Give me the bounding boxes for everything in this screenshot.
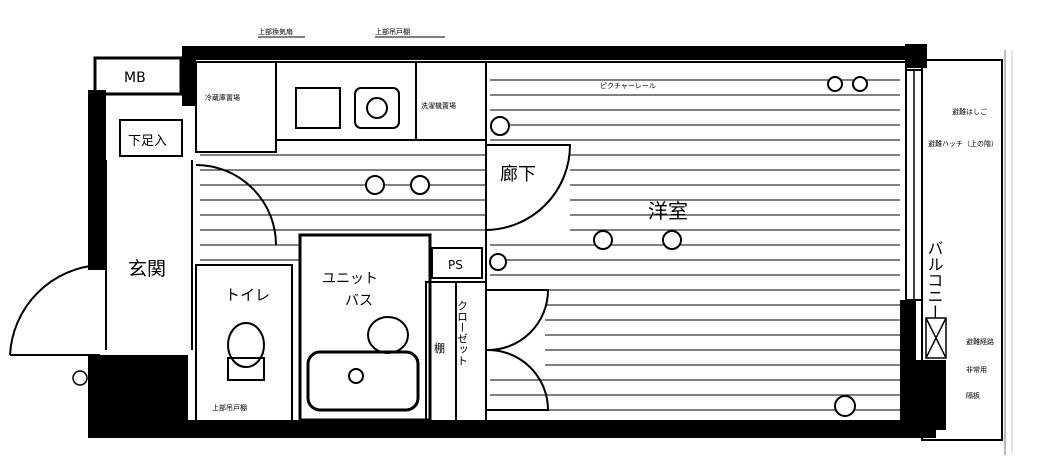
unit-bath-label-1: ユニット [322, 271, 378, 287]
ceiling-light-icon [410, 175, 430, 195]
shoe-box [119, 119, 183, 157]
room-door-arc [485, 144, 572, 231]
refrigerator-label: 冷蔵庫置場 [205, 93, 240, 102]
balcony-label: バルコニー [925, 240, 944, 320]
outlet-icon [827, 76, 843, 92]
closet-door-arc [485, 289, 550, 352]
balcony-hatch-note: 避難はしご [952, 107, 987, 116]
toilet-icon [227, 322, 265, 368]
closet-label: クローゼット [456, 300, 469, 366]
western-room-floor [490, 79, 900, 411]
outlet-icon [852, 76, 868, 92]
ps-box [431, 247, 483, 279]
washer-label: 洗濯機置場 [421, 101, 456, 110]
mb-box [93, 56, 183, 96]
entrance-label: 玄関 [128, 258, 166, 280]
basin-icon [367, 316, 409, 354]
evac-label-2: 非常用 [966, 365, 987, 374]
outlet-icon [593, 230, 613, 250]
outlet-icon [489, 253, 507, 271]
western-room [485, 61, 907, 423]
outlet-icon [662, 230, 682, 250]
western-room-label: 洋室 [648, 199, 688, 223]
ceiling-light-icon [365, 175, 385, 195]
refrigerator-space [195, 61, 277, 153]
corridor-door-arc [195, 164, 277, 246]
washer-space [415, 61, 487, 141]
bathtub-icon [306, 350, 420, 412]
unit-bath-label-2: バス [345, 293, 373, 309]
sink [295, 87, 341, 129]
toilet-room [195, 264, 293, 424]
aircon-unit [925, 317, 947, 359]
shelf-label: 棚 [434, 341, 445, 355]
toilet-shelf-label: 上部吊戸棚 [212, 403, 247, 412]
balcony [921, 59, 1003, 441]
exterior-walls [88, 44, 946, 438]
toilet-label: トイレ [225, 286, 270, 304]
balcony-hatch-label: 避難ハッチ（上の階） [928, 139, 998, 148]
stove [354, 87, 400, 129]
outlet-icon [490, 116, 510, 136]
mb-label: MB [124, 70, 146, 86]
intercom-icon [72, 370, 88, 386]
evac-label-1: 避難経路 [966, 337, 994, 346]
picture-rail-label: ピクチャーレール [600, 82, 656, 90]
corridor-floor [200, 154, 486, 261]
shoe-box-label: 下足入 [128, 134, 167, 149]
entrance-door-arc [9, 264, 101, 356]
top-annotation-1: 上部換気扇 [258, 27, 293, 36]
corridor-label: 廊下 [500, 164, 536, 185]
unit-bath [298, 233, 432, 422]
evac-label-3: 隔板 [966, 391, 980, 400]
top-annotation-2: 上部吊戸棚 [375, 27, 410, 36]
ps-label: PS [448, 258, 463, 272]
aircon-outlet-icon [834, 395, 856, 417]
